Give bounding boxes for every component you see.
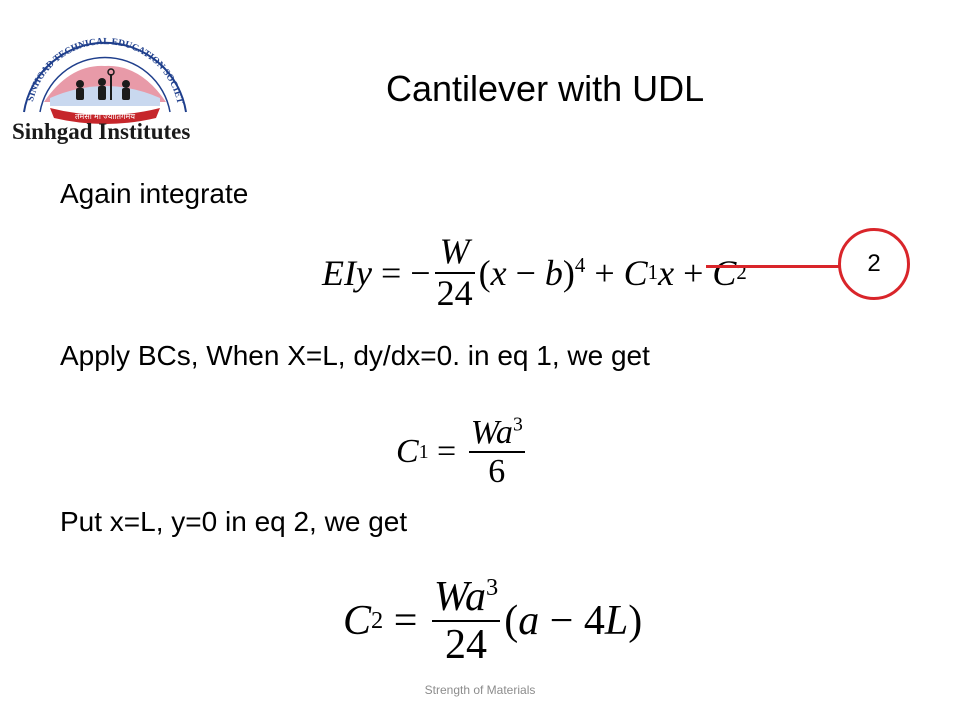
equation-marker-line [706,265,840,268]
text-put-x-l: Put x=L, y=0 in eq 2, we get [60,506,408,537]
logo-motto: तमसो मा ज्योतिर्गमय [75,111,135,121]
slide-title: Cantilever with UDL [386,68,705,109]
slide-footer: Strength of Materials [424,683,536,697]
sinhgad-logo: SINHGAD TECHNICAL EDUCATION SOCIETY,PUNE… [10,14,187,124]
logo-caption: Sinhgad Institutes [12,119,191,144]
equation-number-badge: 2 [838,228,910,300]
text-again-integrate: Again integrate [60,178,249,209]
text-apply-bcs: Apply BCs, When X=L, dy/dx=0. in eq 1, w… [60,340,650,371]
